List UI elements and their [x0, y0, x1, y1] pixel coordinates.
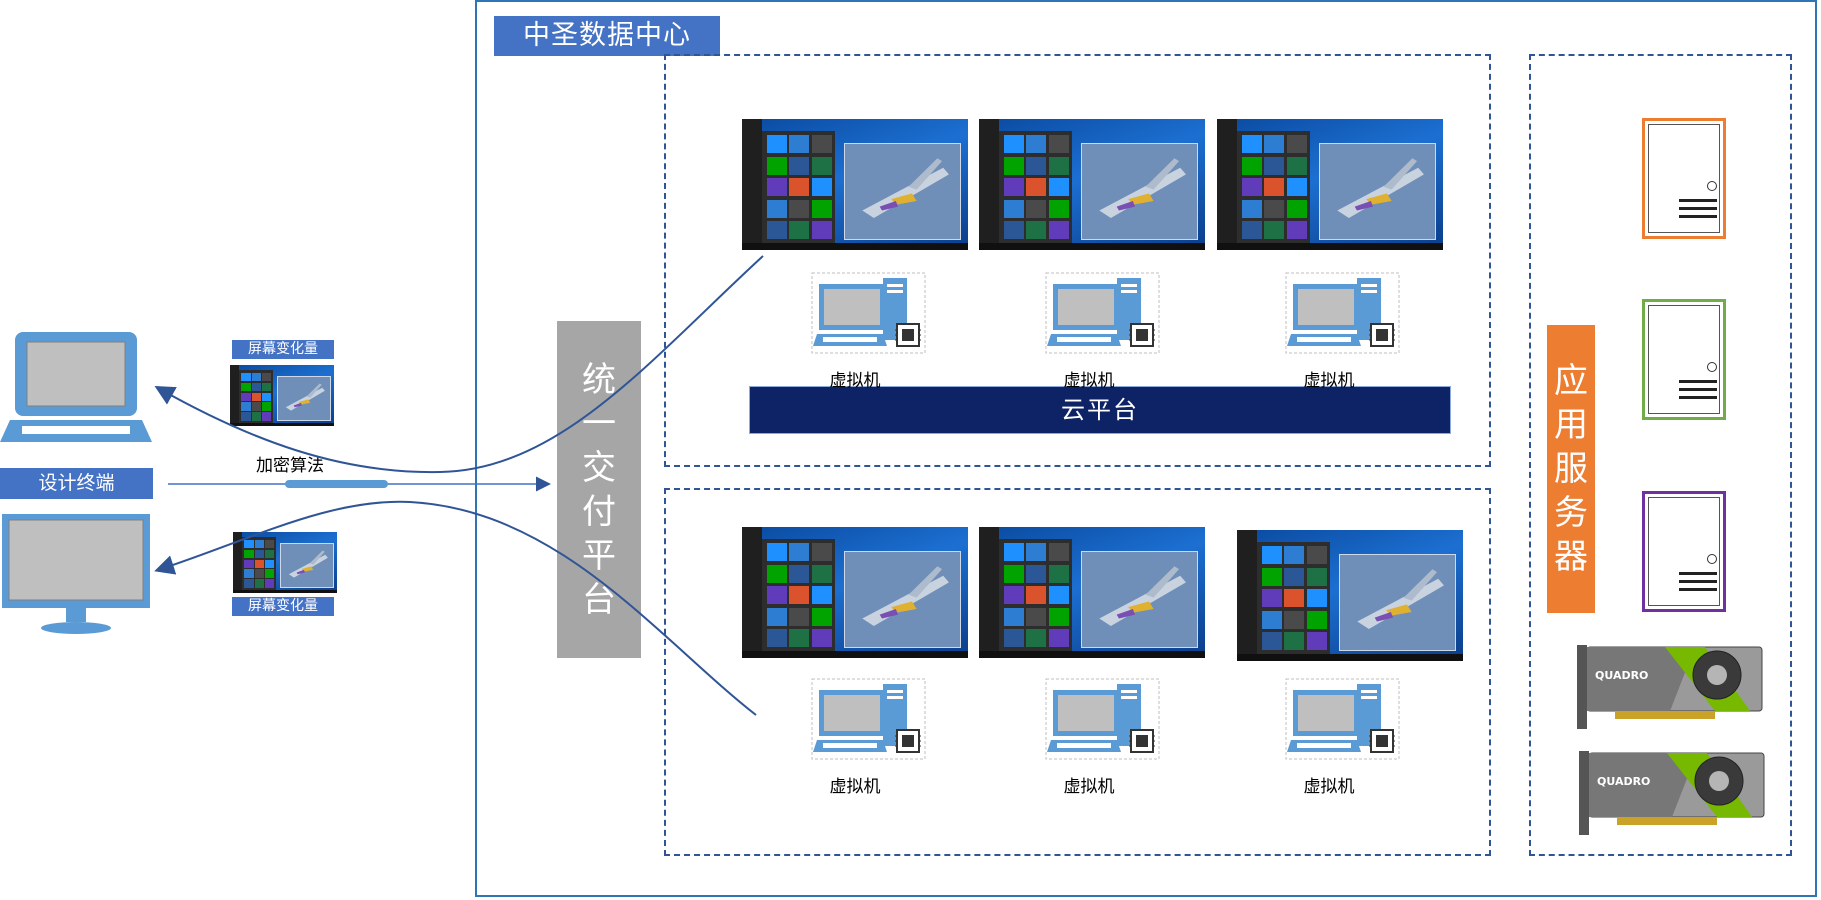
- desktop-screenshot: [233, 532, 337, 593]
- vm-label: 虚拟机: [1303, 777, 1355, 797]
- laptop-icon: [0, 330, 152, 446]
- vm-group-bottom: [664, 488, 1491, 856]
- desktop-screenshot: [979, 527, 1205, 658]
- vm-computer-icon: 虚拟机: [1285, 678, 1400, 797]
- app-char: 应: [1554, 361, 1588, 401]
- app-server-group: [1529, 54, 1792, 856]
- server-icon: [1642, 491, 1726, 612]
- gpu-chip-icon: [895, 323, 921, 347]
- udp-char: 付: [582, 491, 616, 532]
- udp-char: 一: [582, 403, 616, 444]
- vm-label: 虚拟机: [829, 371, 881, 391]
- gpu-brand: QUADRO: [1597, 775, 1651, 788]
- screen-delta-tag: 屏幕变化量: [232, 597, 334, 616]
- monitor-icon: [0, 512, 152, 636]
- vm-computer-icon: 虚拟机: [811, 272, 926, 391]
- server-icon: [1642, 299, 1726, 420]
- app-server-label: 应 用 服 务 器: [1547, 325, 1595, 613]
- vm-computer-icon: 虚拟机: [1045, 678, 1160, 797]
- vm-label: 虚拟机: [829, 777, 881, 797]
- desktop-screenshot: [230, 365, 334, 426]
- gpu-brand: QUADRO: [1595, 669, 1649, 682]
- gpu-chip-icon: [1129, 729, 1155, 753]
- encryption-label: 加密算法: [256, 456, 324, 476]
- gpu-chip-icon: [1369, 729, 1395, 753]
- gpu-card-icon: QUADRO: [1575, 645, 1765, 731]
- vm-group-top: [664, 54, 1491, 467]
- app-char: 服: [1554, 449, 1588, 489]
- app-char: 务: [1554, 493, 1588, 533]
- gpu-chip-icon: [895, 729, 921, 753]
- udp-char: 台: [582, 579, 616, 620]
- cloud-platform-bar: 云平台: [749, 386, 1451, 434]
- vm-computer-icon: 虚拟机: [1045, 272, 1160, 391]
- server-icon: [1642, 118, 1726, 239]
- gpu-chip-icon: [1369, 323, 1395, 347]
- vm-computer-icon: 虚拟机: [811, 678, 926, 797]
- upstream-line: [154, 255, 764, 474]
- gpu-card-icon: QUADRO: [1577, 751, 1767, 837]
- screen-delta-tag: 屏幕变化量: [232, 340, 334, 359]
- gpu-chip-icon: [1129, 323, 1155, 347]
- desktop-screenshot: [1217, 119, 1443, 250]
- app-char: 器: [1554, 537, 1588, 577]
- vm-label: 虚拟机: [1303, 371, 1355, 391]
- udp-char: 交: [582, 447, 616, 488]
- downstream-line: [154, 500, 757, 716]
- desktop-screenshot: [742, 119, 968, 250]
- unified-delivery-platform: 统 一 交 付 平 台: [557, 321, 641, 658]
- design-terminal-label: 设计终端: [0, 468, 153, 499]
- vm-label: 虚拟机: [1063, 777, 1115, 797]
- data-center-frame: [475, 0, 1817, 897]
- app-char: 用: [1554, 405, 1588, 445]
- encryption-bar: [285, 480, 388, 488]
- vm-label: 虚拟机: [1063, 371, 1115, 391]
- desktop-screenshot: [979, 119, 1205, 250]
- udp-char: 统: [582, 359, 616, 400]
- udp-char: 平: [582, 535, 616, 576]
- data-center-title: 中圣数据中心: [494, 16, 720, 56]
- desktop-screenshot: [742, 527, 968, 658]
- desktop-screenshot: [1237, 530, 1463, 661]
- vm-computer-icon: 虚拟机: [1285, 272, 1400, 391]
